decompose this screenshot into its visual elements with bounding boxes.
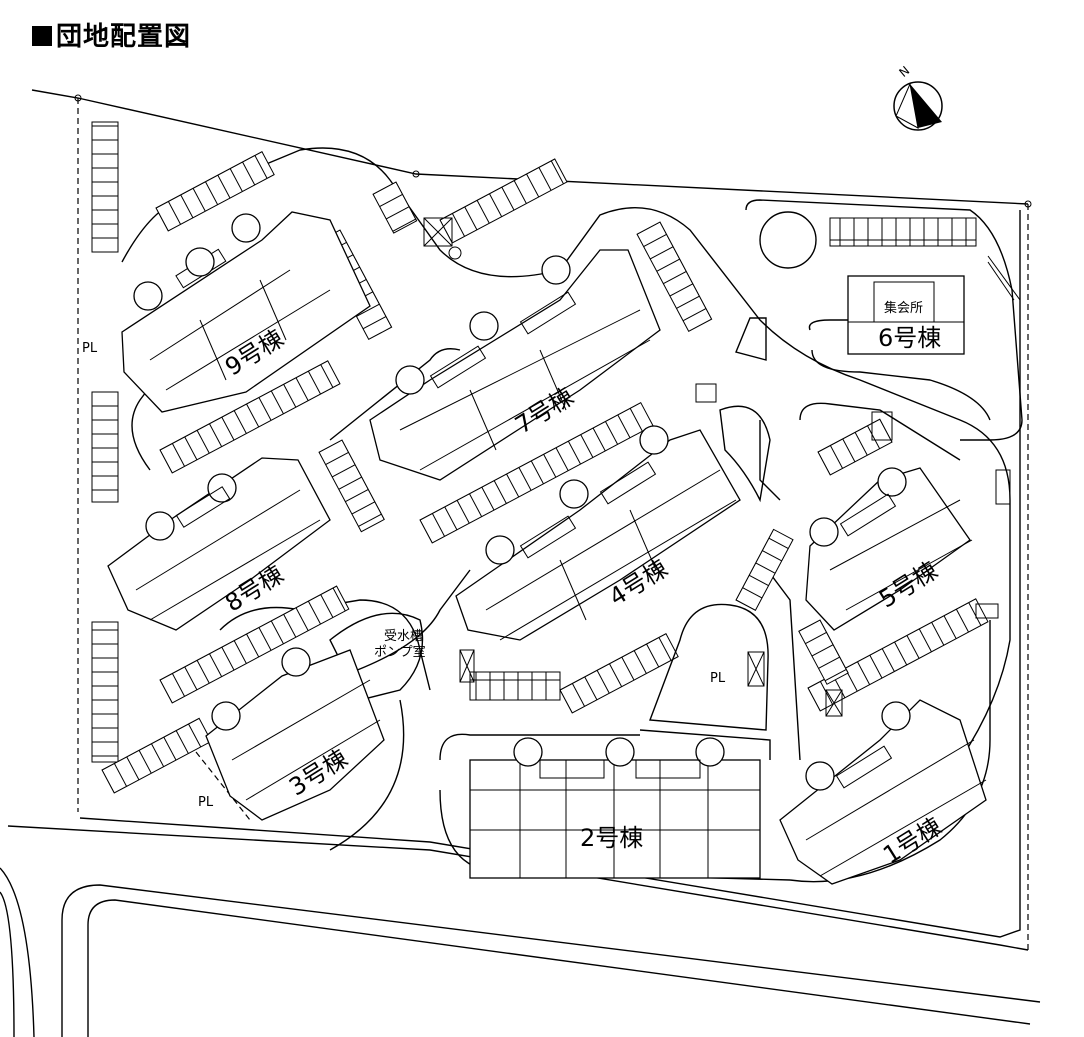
public-road — [0, 210, 1041, 1037]
north-arrow-icon: N — [893, 63, 943, 131]
building-4 — [455, 425, 741, 641]
play-lot-label: PL — [198, 795, 214, 810]
title-square-icon — [32, 26, 52, 46]
parking-lots — [91, 121, 989, 794]
pump-room-label-line1: 受水槽 — [384, 629, 423, 644]
building-5 — [805, 467, 973, 631]
building-8 — [107, 457, 331, 631]
meeting-hall-label: 集会所 — [884, 300, 923, 316]
building-3 — [205, 647, 385, 821]
internal-roads — [121, 147, 1023, 883]
building-6 — [847, 275, 965, 355]
title-text: 団地配置図 — [56, 22, 192, 52]
building-6-label: 6号棟 — [878, 324, 941, 352]
building-2-label: 2号棟 — [580, 824, 643, 852]
building-9 — [121, 211, 371, 413]
north-label: N — [896, 63, 912, 79]
building-2 — [469, 737, 761, 879]
site-boundary — [31, 89, 1032, 950]
building-7 — [369, 249, 661, 481]
page-title: 団地配置図 — [32, 16, 191, 53]
play-lot-label: PL — [82, 341, 98, 356]
landscape — [195, 211, 1021, 821]
pump-room-label-line2: ポンプ室 — [374, 644, 426, 660]
building-1 — [779, 699, 987, 885]
play-lot-label: PL — [710, 671, 726, 686]
